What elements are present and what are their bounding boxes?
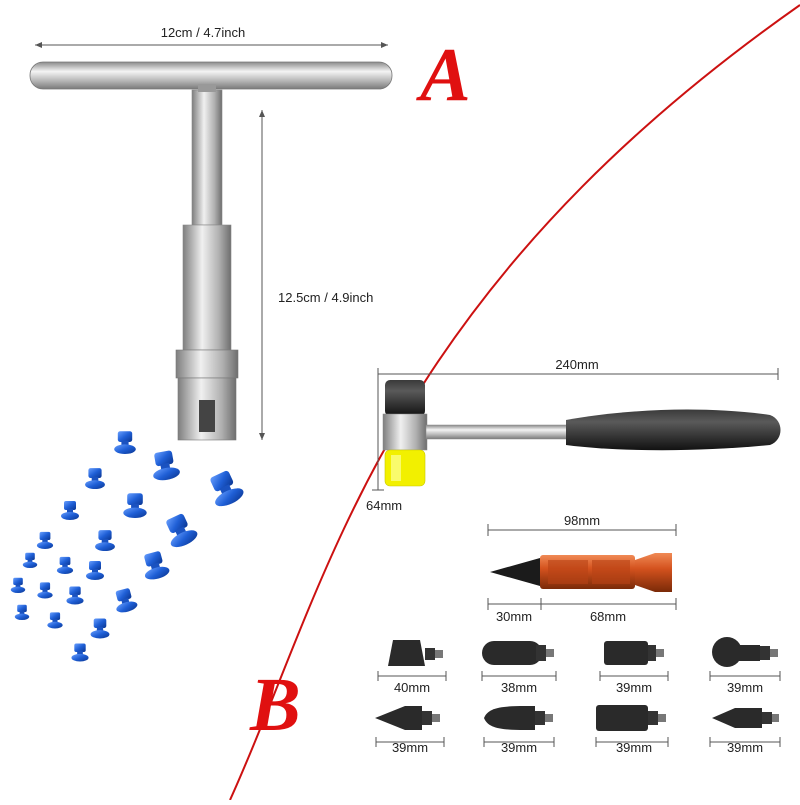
head-cone: 40mm — [377, 640, 447, 695]
head-3-label: 39mm — [616, 680, 652, 695]
knockdown-total-label: 98mm — [564, 513, 600, 528]
rubber-hammer: 240mm 64mm — [366, 357, 781, 513]
hammer-length-label: 240mm — [555, 357, 598, 372]
head-6-label: 39mm — [501, 740, 537, 755]
section-b-letter: B — [249, 663, 301, 747]
head-point: 39mm — [375, 706, 445, 755]
head-round: 38mm — [481, 641, 557, 695]
t-bar-puller: 12cm / 4.7inch 12.5cm / 4.9inch — [29, 25, 393, 441]
tbar-width-label: 12cm / 4.7inch — [161, 25, 246, 40]
section-a-letter: A — [416, 33, 471, 117]
knockdown-body-label: 68mm — [590, 609, 626, 624]
head-8-label: 39mm — [727, 740, 763, 755]
head-7-label: 39mm — [616, 740, 652, 755]
head-1-label: 40mm — [394, 680, 430, 695]
head-flat: 39mm — [599, 641, 669, 695]
head-4-label: 39mm — [727, 680, 763, 695]
head-2-label: 38mm — [501, 680, 537, 695]
head-small-point: 39mm — [709, 708, 781, 755]
tbar-height-label: 12.5cm / 4.9inch — [278, 290, 373, 305]
head-bullet: 39mm — [483, 706, 555, 755]
head-ball: 39mm — [709, 637, 781, 695]
glue-tabs — [10, 431, 247, 662]
hammer-head-label: 64mm — [366, 498, 402, 513]
knockdown-pen: 98mm 30mm 68mm — [487, 513, 677, 624]
knockdown-tip-label: 30mm — [496, 609, 532, 624]
head-cylinder: 39mm — [595, 705, 669, 755]
head-5-label: 39mm — [392, 740, 428, 755]
